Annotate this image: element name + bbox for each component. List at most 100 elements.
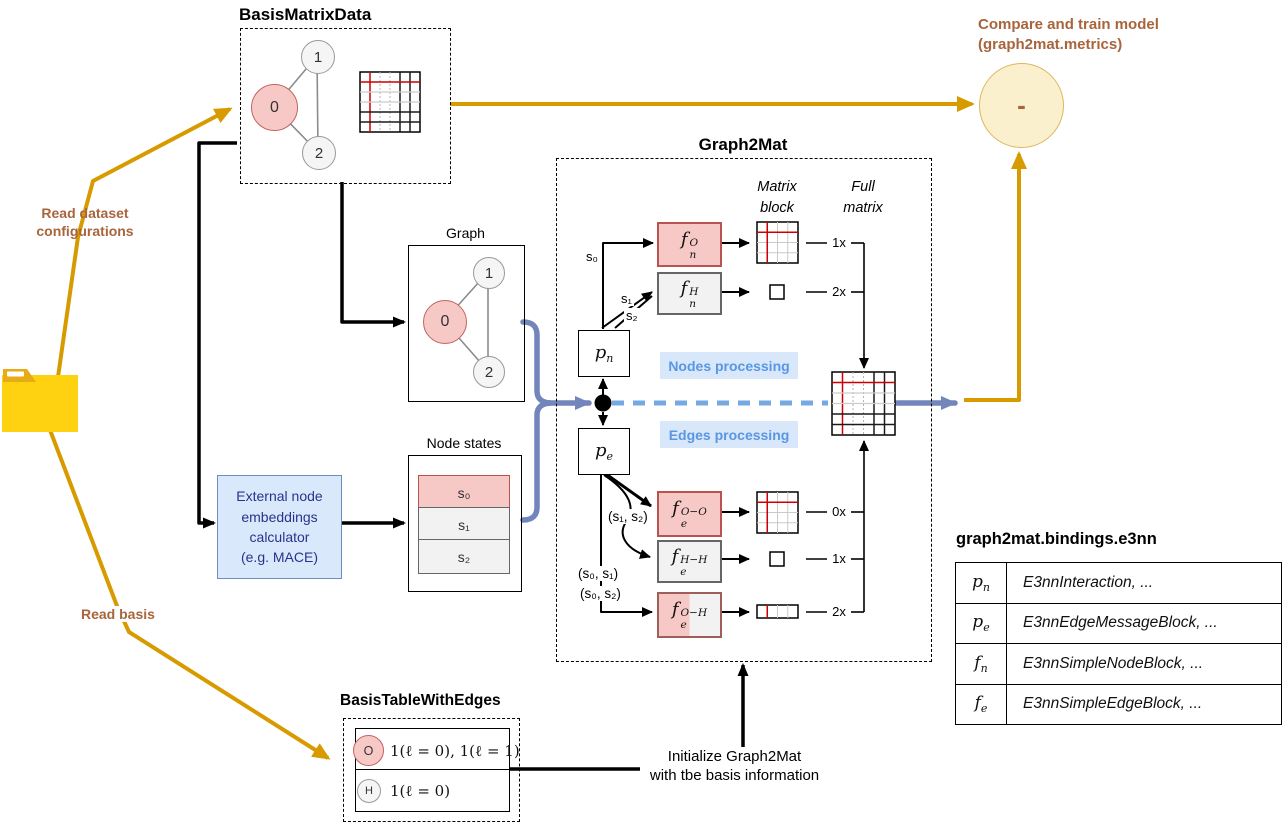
node-states-title: Node states xyxy=(426,435,502,451)
basis-table-title: BasisTableWithEdges xyxy=(340,692,501,709)
blue-connectors xyxy=(520,319,958,523)
basis-matrix-thumbnail xyxy=(359,71,421,133)
fn-O-sup: O xyxy=(689,236,699,249)
fe-OH-base: f xyxy=(671,599,679,621)
fe-OH-sup: O−H xyxy=(680,607,708,620)
graph-node-2-label: 2 xyxy=(484,363,494,381)
folder-icon xyxy=(2,369,78,432)
bmd-node-0-label: 0 xyxy=(270,98,279,116)
node-states-box xyxy=(408,455,522,592)
bindings-key-pe: pe xyxy=(956,603,1007,643)
fn-H-base: f xyxy=(680,277,688,299)
bindings-value-fe: E3nnSimpleEdgeBlock, ... xyxy=(1023,695,1203,713)
graph2mat-title: Graph2Mat xyxy=(698,135,788,154)
state-s0-label: s₀ xyxy=(457,484,471,501)
basis-O-text: 1(ℓ = 0), 1(ℓ = 1) xyxy=(390,742,520,760)
fe-OH-sub: e xyxy=(680,619,687,631)
bmd-node-2-label: 2 xyxy=(314,144,324,162)
basis-table-row-divider xyxy=(355,769,510,770)
fn-key-sub: n xyxy=(980,661,988,675)
fe-HH-base: f xyxy=(671,545,679,567)
bindings-key-fe: fe xyxy=(956,684,1007,724)
bindings-value-fn: E3nnSimpleNodeBlock, ... xyxy=(1023,654,1204,672)
read-basis-label: Read basis xyxy=(79,606,157,622)
bindings-table: pn E3nnInteraction, ... pe E3nnEdgeMessa… xyxy=(955,562,1282,725)
basis-H-circle: H xyxy=(357,779,381,803)
pe-base: p xyxy=(594,440,607,461)
pn-base: p xyxy=(594,342,607,363)
edge-OH-block-thumbnail xyxy=(756,604,799,619)
s1s2-pair-label: (s₁, s₂) xyxy=(606,509,650,524)
state-row-s2: s₂ xyxy=(418,539,510,574)
nodes-processing-label: Nodes processing xyxy=(660,352,798,379)
graph-box xyxy=(408,245,525,402)
mult-node-O: 1x xyxy=(832,235,846,250)
fn-H-sub: n xyxy=(689,297,697,310)
graph-node-2: 2 xyxy=(473,356,505,388)
fn-key-base: f xyxy=(974,652,981,673)
bindings-row-pe: pe E3nnEdgeMessageBlock, ... xyxy=(956,603,1281,644)
full-matrix-thumbnail xyxy=(831,371,896,436)
pn-label: pn xyxy=(595,342,614,365)
fe-key-sub: e xyxy=(980,702,988,716)
basis-matrix-data-box xyxy=(240,28,451,184)
merge-dot xyxy=(594,394,612,412)
node-H-block-thumbnail xyxy=(769,284,785,300)
fn-O-base: f xyxy=(680,228,688,250)
fe-OO-sup: O−O xyxy=(680,506,707,519)
fe-OO-base: f xyxy=(672,498,679,520)
compare-symbol: - xyxy=(1017,90,1026,120)
bindings-row-pn: pn E3nnInteraction, ... xyxy=(956,563,1281,604)
pe-key-sub: e xyxy=(983,621,990,635)
s0s2-pair-label: (s₀, s₂) xyxy=(578,586,623,601)
bindings-value-pn: E3nnInteraction, ... xyxy=(1023,573,1154,591)
bmd-node-1-label: 1 xyxy=(313,48,323,66)
state-s2-label: s₂ xyxy=(457,548,471,565)
pe-sub: e xyxy=(606,450,614,463)
pn-key-sub: n xyxy=(982,580,990,594)
s0-wire-label: s₀ xyxy=(584,249,600,264)
pe-label: pe xyxy=(595,440,613,463)
state-row-s1: s₁ xyxy=(418,507,510,542)
s1-wire-label: s₁ xyxy=(619,291,634,306)
fe-key-base: f xyxy=(974,693,981,714)
graph-node-1: 1 xyxy=(473,257,505,289)
basis-O-symbol: O xyxy=(363,743,374,758)
mult-edge-OH: 2x xyxy=(832,604,846,619)
bindings-row-fn: fn E3nnSimpleNodeBlock, ... xyxy=(956,644,1281,685)
graph-title: Graph xyxy=(446,225,485,241)
pn-box: pn xyxy=(578,330,630,377)
mult-edge-HH: 1x xyxy=(832,551,846,566)
node-O-block-thumbnail xyxy=(756,221,799,264)
graph2mat-box xyxy=(556,158,932,662)
edge-HH-block-thumbnail xyxy=(769,551,785,567)
bindings-row-fe: fe E3nnSimpleEdgeBlock, ... xyxy=(956,684,1281,724)
pn-sub: n xyxy=(606,352,614,365)
fe-HH-sup: H−H xyxy=(680,553,708,566)
edge-OO-block-thumbnail xyxy=(756,491,799,534)
bmd-node-2: 2 xyxy=(302,136,336,170)
pn-key-base: p xyxy=(972,571,983,592)
pe-box: pe xyxy=(578,428,630,475)
external-embeddings-box: External node embeddings calculator (e.g… xyxy=(217,475,342,579)
fe-OO-sub: e xyxy=(680,518,688,530)
compare-circle: - xyxy=(979,63,1064,148)
orange-flow-arrows xyxy=(48,96,1027,760)
pe-key-base: p xyxy=(972,612,984,633)
initialize-label: Initialize Graph2Mat with tbe basis info… xyxy=(649,748,820,784)
state-row-s0: s₀ xyxy=(418,475,510,510)
basis-O-circle: O xyxy=(353,735,384,766)
bindings-table-title: graph2mat.bindings.e3nn xyxy=(956,530,1157,548)
compare-train-label: Compare and train model (graph2mat.metri… xyxy=(978,16,1159,54)
bmd-node-0: 0 xyxy=(251,84,298,131)
matrix-block-header: Matrix block xyxy=(757,179,797,217)
